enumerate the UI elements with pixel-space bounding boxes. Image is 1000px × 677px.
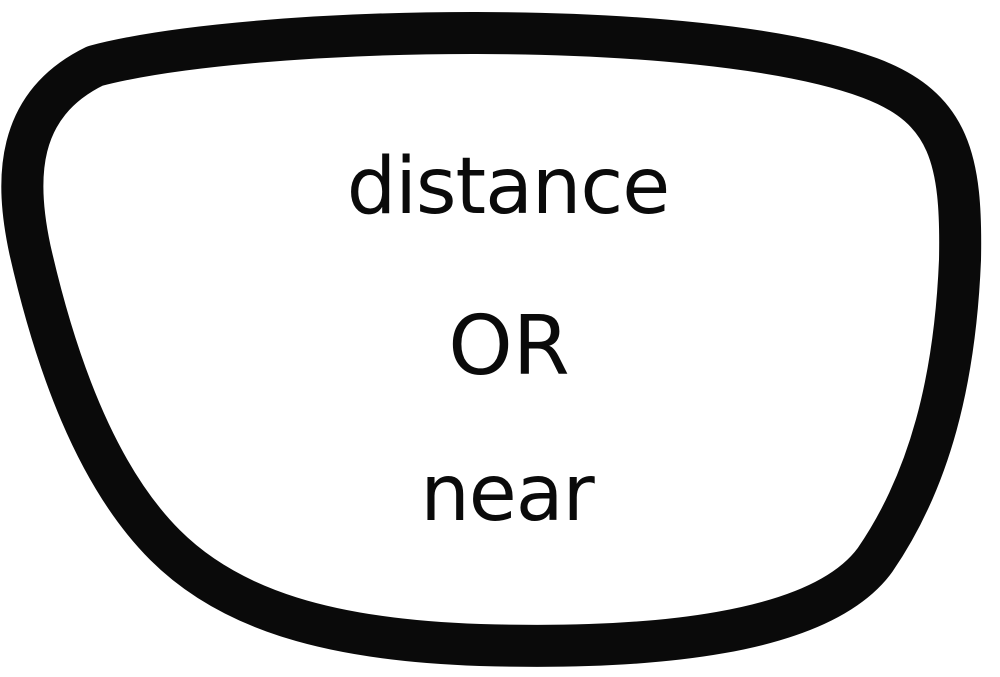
distance-label: distance (346, 142, 671, 232)
lens-frame-shape (1, 12, 982, 667)
near-label: near (420, 449, 594, 539)
or-label: OR (448, 299, 570, 394)
